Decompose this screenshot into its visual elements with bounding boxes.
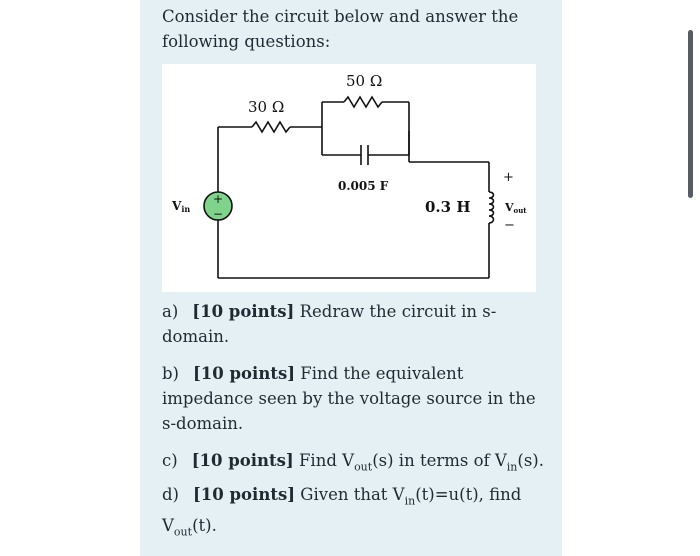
question-d-text-3: (t). [192, 516, 217, 536]
question-b-points: [10 points] [193, 364, 296, 383]
question-c-text-2: (s) in terms of V [372, 451, 507, 470]
vout-plus: + [503, 170, 514, 185]
question-c-sub-1: out [354, 460, 373, 474]
vin-label: Vin [171, 199, 190, 214]
circuit-svg: + − 30 Ω 50 Ω 0.005 F 0.3 H + − Vin Vout [171, 72, 527, 279]
question-d: d) [10 points] Given that Vin(t)=u(t), fi… [162, 482, 547, 545]
scrollbar[interactable] [688, 30, 693, 198]
question-a-points: [10 points] [192, 302, 295, 321]
question-c-text-3: (s). [517, 451, 544, 470]
question-b-label: b) [162, 364, 179, 383]
r2-label: 50 Ω [346, 72, 382, 90]
capacitor-label: 0.005 F [338, 179, 389, 193]
question-c-label: c) [162, 451, 178, 470]
voltage-source-icon [203, 191, 233, 221]
source-plus: + [213, 192, 223, 206]
source-minus: − [213, 207, 223, 221]
question-d-sub-2: out [173, 525, 193, 539]
question-c-points: [10 points] [191, 451, 294, 470]
question-c-sub-2: in [506, 460, 518, 474]
question-d-label: d) [162, 485, 179, 504]
question-d-sub-1: in [404, 494, 416, 508]
question-d-text-1: Given that V [300, 485, 405, 504]
question-a: a) [10 points] Redraw the circuit in s-do… [162, 299, 547, 349]
vout-minus: − [504, 218, 515, 233]
question-c: c) [10 points] Find Vout(s) in terms of V… [162, 448, 547, 479]
question-d-text-2: (t)=u(t), find V [162, 485, 522, 536]
intro-text: Consider the circuit below and answer th… [162, 7, 519, 51]
inductor-label: 0.3 H [425, 198, 471, 216]
r1-label: 30 Ω [248, 98, 284, 116]
question-a-label: a) [162, 302, 179, 321]
question-d-points: [10 points] [193, 485, 296, 504]
circuit-diagram: + − 30 Ω 50 Ω 0.005 F 0.3 H + − Vin Vout [162, 64, 536, 292]
vout-label: Vout [504, 201, 527, 215]
question-b-text: Find the equivalent impedance seen by th… [162, 364, 536, 433]
question-b: b) [10 points] Find the equivalent impeda… [162, 361, 547, 436]
question-c-text-1: Find V [298, 451, 355, 470]
question-a-text: Redraw the circuit in s-domain. [162, 302, 497, 346]
